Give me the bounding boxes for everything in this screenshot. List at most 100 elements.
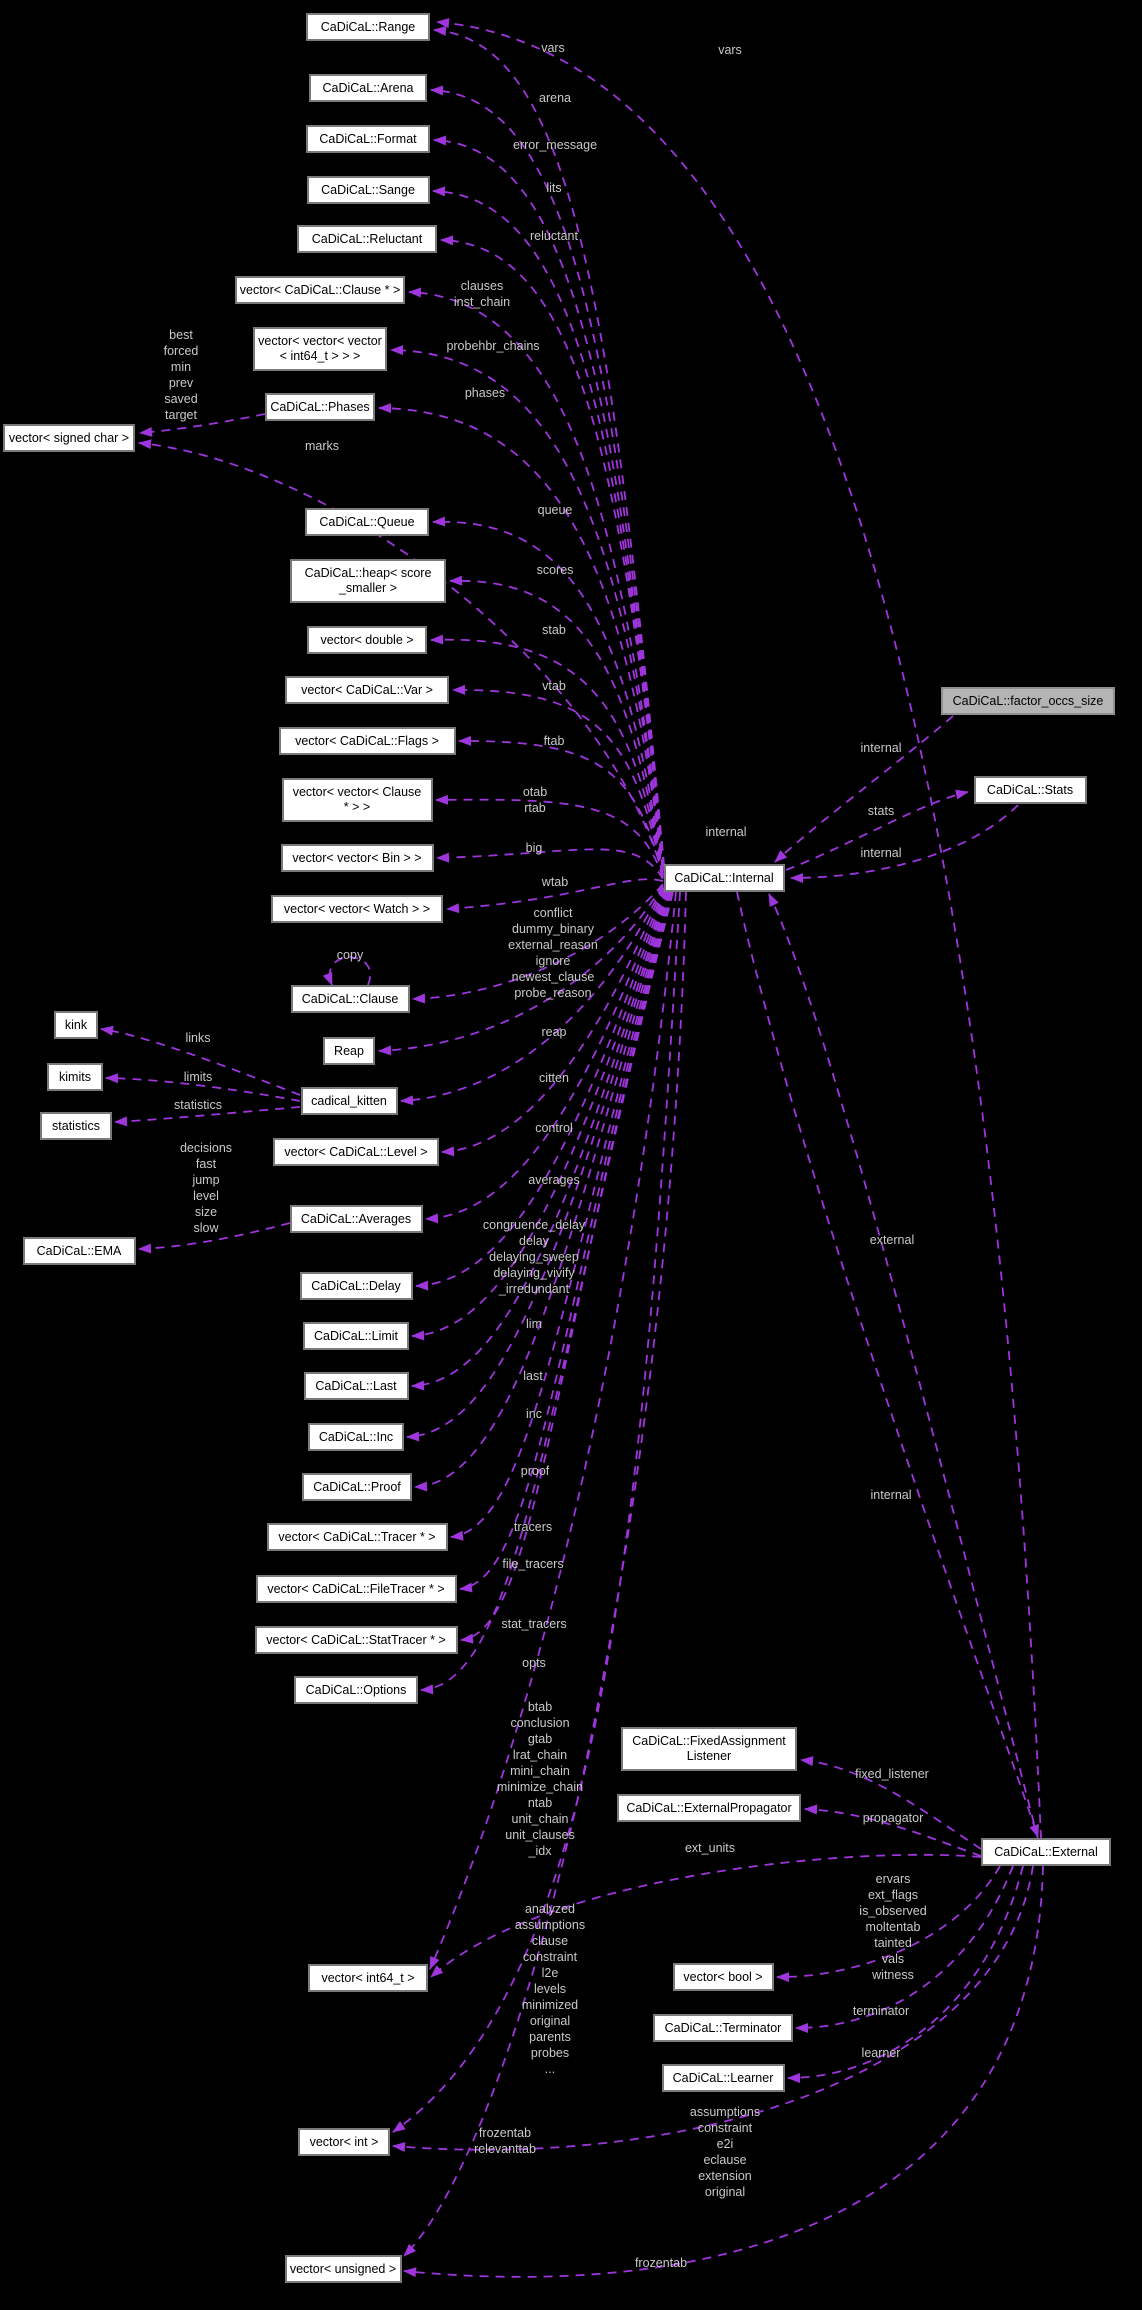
node-internal[interactable]: CaDiCaL::Internal bbox=[663, 864, 785, 892]
node-vec-var[interactable]: vector< CaDiCaL::Var > bbox=[285, 676, 449, 704]
node-fixed-assignment-listener[interactable]: CaDiCaL::FixedAssignment Listener bbox=[621, 1727, 797, 1771]
edge-internal-to-proof bbox=[414, 891, 670, 1492]
edge-label-btab-group: btab conclusion gtab lrat_chain mini_cha… bbox=[496, 1700, 584, 1858]
node-vec-clause-ptr[interactable]: vector< CaDiCaL::Clause * > bbox=[235, 276, 405, 304]
edge-label-opts: opts bbox=[522, 1656, 546, 1670]
edge-internal-to-last bbox=[411, 890, 668, 1391]
edge-internal-to-vec-unsigned bbox=[403, 891, 687, 2257]
edge-label-inc: inc bbox=[526, 1407, 542, 1421]
edge-external-to-vec-int bbox=[392, 1865, 1034, 2152]
edge-internal-to-options bbox=[420, 891, 674, 1695]
node-factor-occs-size[interactable]: CaDiCaL::factor_occs_size bbox=[941, 687, 1115, 715]
edge-label-learner: learner bbox=[861, 2046, 901, 2060]
edge-label-stab: stab bbox=[542, 623, 566, 637]
edge-internal-to-vec-int bbox=[392, 891, 681, 2133]
edge-internal-to-vec3-int64 bbox=[390, 345, 664, 870]
node-proof[interactable]: CaDiCaL::Proof bbox=[302, 1473, 412, 1501]
edge-label-congruence-group: congruence_delay delay delaying_sweep de… bbox=[482, 1218, 586, 1296]
edge-kitten-to-kink bbox=[100, 1025, 301, 1096]
edge-label-fixed-listener: fixed_listener bbox=[855, 1767, 929, 1781]
edge-kitten-to-kimits bbox=[105, 1073, 301, 1102]
edge-external-to-fixed-listener bbox=[800, 1756, 982, 1850]
node-clause[interactable]: CaDiCaL::Clause bbox=[290, 985, 410, 1013]
edge-external-to-vec-int64 bbox=[430, 1853, 982, 1978]
edge-label-lits: lits bbox=[546, 181, 562, 195]
node-vec-double[interactable]: vector< double > bbox=[307, 626, 427, 654]
node-kimits[interactable]: kimits bbox=[47, 1063, 103, 1091]
node-delay[interactable]: CaDiCaL::Delay bbox=[299, 1272, 413, 1300]
edge-internal-to-vec-stattracer bbox=[460, 891, 673, 1644]
edge-internal-to-vec-flags bbox=[458, 735, 664, 878]
node-vec-tracer[interactable]: vector< CaDiCaL::Tracer * > bbox=[266, 1523, 448, 1551]
node-vec-vec-clause[interactable]: vector< vector< Clause * > > bbox=[281, 778, 433, 822]
edge-label-reap: reap bbox=[541, 1025, 567, 1039]
edge-internal-to-phases bbox=[378, 403, 664, 871]
edge-internal-to-vec-signed-char bbox=[138, 439, 664, 875]
node-options[interactable]: CaDiCaL::Options bbox=[294, 1676, 418, 1704]
node-format[interactable]: CaDiCaL::Format bbox=[306, 125, 430, 153]
node-vec3-int64[interactable]: vector< vector< vector < int64_t > > > bbox=[253, 327, 387, 371]
edge-kitten-to-statistics bbox=[114, 1106, 301, 1127]
edge-internal-to-arena bbox=[430, 85, 665, 867]
edge-label-internal-from-external: internal bbox=[870, 1488, 912, 1502]
node-phases[interactable]: CaDiCaL::Phases bbox=[265, 393, 375, 421]
node-kink[interactable]: kink bbox=[54, 1011, 98, 1039]
node-cadical-kitten[interactable]: cadical_kitten bbox=[300, 1087, 398, 1115]
node-vec-int64[interactable]: vector< int64_t > bbox=[308, 1964, 428, 1992]
node-vec-flags[interactable]: vector< CaDiCaL::Flags > bbox=[278, 727, 456, 755]
node-statistics[interactable]: statistics bbox=[40, 1112, 112, 1140]
edge-stats-to-internal bbox=[790, 804, 1019, 883]
edge-label-marks: marks bbox=[304, 439, 340, 453]
edge-label-queue: queue bbox=[537, 503, 573, 517]
node-limit[interactable]: CaDiCaL::Limit bbox=[303, 1322, 409, 1350]
edge-label-best-forced-min-prev-saved-target: best forced min prev saved target bbox=[163, 328, 199, 422]
node-arena[interactable]: CaDiCaL::Arena bbox=[309, 74, 427, 102]
node-sange[interactable]: CaDiCaL::Sange bbox=[306, 176, 430, 204]
node-last[interactable]: CaDiCaL::Last bbox=[303, 1372, 409, 1400]
node-external[interactable]: CaDiCaL::External bbox=[981, 1838, 1111, 1866]
node-external-propagator[interactable]: CaDiCaL::ExternalPropagator bbox=[617, 1794, 801, 1822]
edge-label-copy: copy bbox=[336, 948, 364, 962]
node-range[interactable]: CaDiCaL::Range bbox=[306, 13, 430, 41]
node-stats[interactable]: CaDiCaL::Stats bbox=[973, 776, 1087, 804]
node-vec-filetracer[interactable]: vector< CaDiCaL::FileTracer * > bbox=[255, 1575, 457, 1603]
node-heap[interactable]: CaDiCaL::heap< score _smaller > bbox=[290, 559, 446, 603]
node-ema[interactable]: CaDiCaL::EMA bbox=[22, 1237, 136, 1265]
edge-label-file-tracers: file_tracers bbox=[502, 1557, 564, 1571]
edge-internal-to-range bbox=[433, 25, 665, 867]
node-vec-int[interactable]: vector< int > bbox=[298, 2128, 390, 2156]
edge-internal-to-external bbox=[736, 891, 1039, 1838]
edge-label-stat-tracers: stat_tracers bbox=[501, 1617, 567, 1631]
edge-internal-to-reluctant bbox=[440, 235, 665, 868]
edge-phases-to-vec-signed-char bbox=[139, 413, 266, 437]
node-averages[interactable]: CaDiCaL::Averages bbox=[289, 1205, 423, 1233]
edge-label-error-message: error_message bbox=[512, 138, 598, 152]
node-vec-stattracer[interactable]: vector< CaDiCaL::StatTracer * > bbox=[254, 1626, 458, 1654]
node-vec-bool[interactable]: vector< bool > bbox=[672, 1963, 774, 1991]
edge-label-stats: stats bbox=[867, 804, 895, 818]
edge-internal-to-vec-clause-ptr bbox=[408, 287, 664, 869]
node-reluctant[interactable]: CaDiCaL::Reluctant bbox=[297, 225, 437, 253]
edge-internal-to-vec-filetracer bbox=[459, 891, 672, 1593]
node-terminator[interactable]: CaDiCaL::Terminator bbox=[653, 2014, 793, 2042]
node-queue[interactable]: CaDiCaL::Queue bbox=[305, 508, 429, 536]
node-vec-vec-watch[interactable]: vector< vector< Watch > > bbox=[271, 895, 443, 923]
node-vec-unsigned[interactable]: vector< unsigned > bbox=[284, 2255, 402, 2283]
edge-internal-to-format bbox=[433, 135, 665, 867]
node-inc[interactable]: CaDiCaL::Inc bbox=[308, 1423, 404, 1451]
edge-internal-to-vec-level bbox=[441, 886, 664, 1157]
edge-label-last: last bbox=[523, 1369, 543, 1383]
edge-internal-to-queue bbox=[432, 516, 664, 873]
edge-label-citten: citten bbox=[539, 1071, 569, 1085]
edge-internal-to-inc bbox=[406, 890, 669, 1442]
node-vec-signed-char[interactable]: vector< signed char > bbox=[3, 424, 135, 452]
edge-label-internal-from-factor: internal bbox=[860, 741, 902, 755]
node-reap[interactable]: Reap bbox=[323, 1037, 375, 1065]
node-vec-vec-bin[interactable]: vector< vector< Bin > > bbox=[280, 844, 434, 872]
edge-label-reluctant: reluctant bbox=[530, 229, 578, 243]
edge-label-terminator: terminator bbox=[852, 2004, 910, 2018]
node-learner[interactable]: CaDiCaL::Learner bbox=[661, 2064, 785, 2092]
node-vec-level[interactable]: vector< CaDiCaL::Level > bbox=[273, 1138, 439, 1166]
edge-label-vars-external: vars bbox=[718, 43, 742, 57]
